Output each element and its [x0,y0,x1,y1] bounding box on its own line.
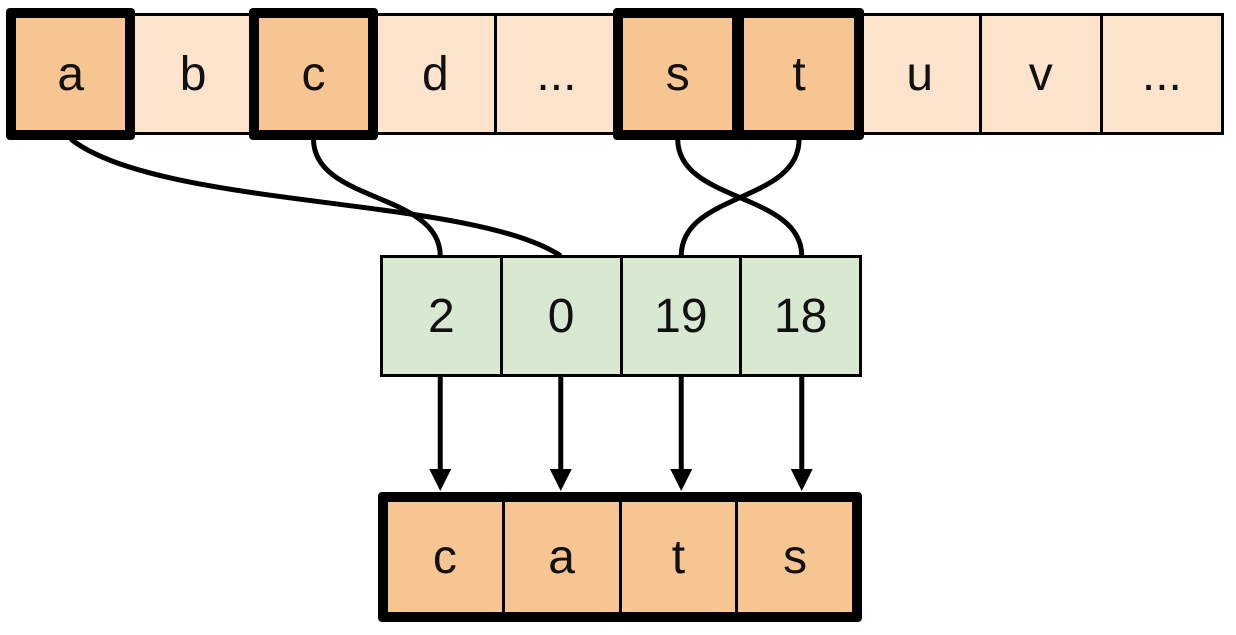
arrowhead-icon [790,469,813,491]
mapping-curve-a [69,137,563,259]
index-cell-18: 18 [739,258,859,374]
mapping-curve-t [678,138,802,257]
alphabet-cell-v: v [978,16,1100,132]
arrowhead-icon [549,469,572,491]
highlighted-alphabet-cell-t: t [734,8,864,140]
alphabet-cell-b: b [131,16,252,132]
alphabet-cell-etcetcetc: ... [494,16,615,132]
result-cell-a: a [501,502,619,612]
result-cell-s: s [735,502,852,612]
alphabet-cell-etcetcetc: ... [1099,16,1221,132]
alphabet-cell-d: d [373,16,494,132]
index-cell-19: 19 [619,258,740,374]
highlighted-alphabet-cell-a: a [6,8,136,140]
index-cell-2: 2 [428,289,455,343]
arrowhead-icon [670,469,693,491]
highlighted-alphabet-cell-s: s [613,8,743,140]
index-cell-0: 0 [499,258,620,374]
highlighted-alphabet-cell-c: c [248,8,379,140]
result-cell-t: t [618,502,736,612]
arrowhead-icon [429,469,452,491]
mapping-curve-c [311,138,443,257]
result-cell-c: c [432,530,457,584]
alphabet-cell-u: u [857,16,979,132]
